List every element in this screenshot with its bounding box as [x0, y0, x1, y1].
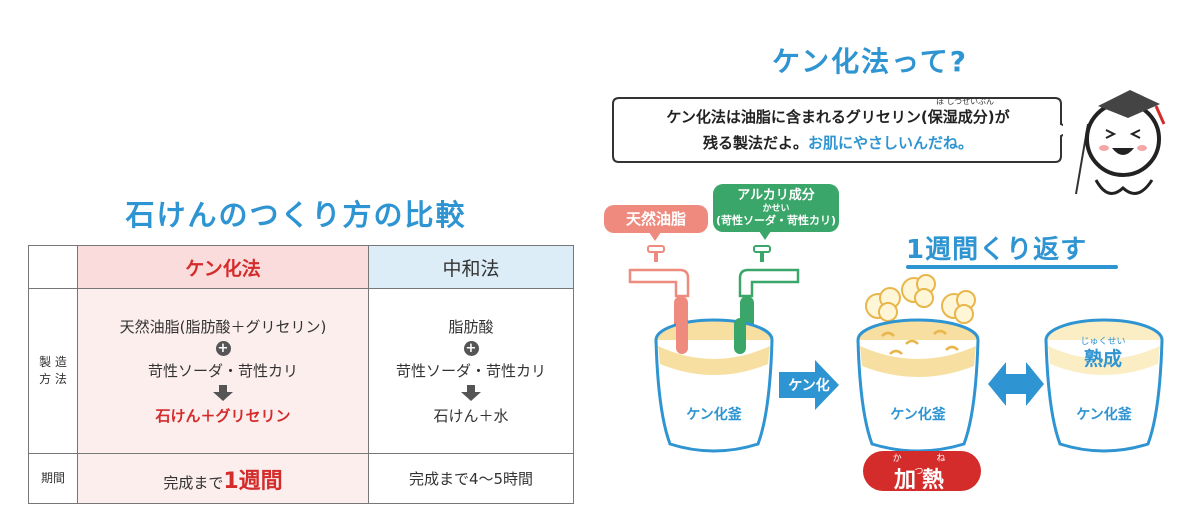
aging-label: 熟成 [1083, 348, 1122, 370]
tag-natural-oil: 天然油脂 [604, 205, 708, 233]
row-label-method-line1: 製 造 [39, 355, 67, 369]
ken-period-value: 1週間 [223, 468, 283, 494]
plus-icon: + [463, 341, 479, 356]
bubble-text: ケン化法は油脂に含まれるグリセリン(保湿成分)が 残る製法だよ。お肌にやさしいん… [628, 104, 1048, 156]
speech-bubble [612, 97, 1063, 163]
chu-ingredient-text: 脂肪酸 [448, 318, 494, 336]
aging-ruby: じゅくせい [1080, 337, 1126, 347]
tag-alkali: アルカリ成分 かせい (苛性ソーダ・苛性カリ) [713, 184, 839, 232]
table-corner-cell [28, 245, 78, 289]
header-chu-method: 中和法 [368, 245, 574, 289]
chu-alkali-text: 苛性ソーダ・苛性カリ [395, 362, 546, 380]
ken-result-text: 石けん＋グリセリン [155, 407, 291, 425]
comparison-table: ケン化法 中和法 製 造 方 法 天然油脂(脂肪酸＋グリセリン) + 苛性ソーダ… [28, 245, 574, 504]
bubble-line2-b: お肌にやさしいんだね。 [808, 134, 974, 152]
tag-pointer [759, 231, 771, 240]
bubble-line1: ケン化法は油脂に含まれるグリセリン(保湿成分)が [666, 108, 1010, 126]
explain-title: ケン化法って? [772, 45, 969, 78]
plus-icon: + [215, 341, 231, 356]
kenka-pot-3 [1044, 318, 1164, 453]
mascot-illustration [1075, 90, 1166, 195]
down-arrow-icon [213, 385, 233, 401]
week-repeat-title: 1週間くり返す [906, 235, 1088, 265]
kenka-arrow-label: ケン化 [788, 378, 830, 394]
ken-alkali-text: 苛性ソーダ・苛性カリ [147, 362, 298, 380]
chu-method-cell: 脂肪酸 + 苛性ソーダ・苛性カリ 石けん＋水 [368, 288, 574, 454]
pot-3-label: ケン化釜 [1076, 407, 1132, 423]
heat-ruby: か ねつ [892, 454, 962, 477]
pot-1-label: ケン化釜 [686, 407, 742, 423]
ken-period-prefix: 完成まで [163, 473, 224, 492]
comparison-title: 石けんのつくり方の比較 [125, 198, 467, 232]
tag-pointer [649, 232, 661, 241]
row-label-method-line2: 方 法 [39, 372, 67, 386]
row-label-method: 製 造 方 法 [28, 288, 78, 454]
chu-result-text: 石けん＋水 [433, 407, 509, 425]
bubble-line2-a: 残る製法だよ。 [702, 134, 808, 152]
bubble-line2: 残る製法だよ。お肌にやさしいんだね。 [628, 130, 1048, 156]
header-ken-method: ケン化法 [77, 245, 369, 289]
kenka-arrow-icon [779, 360, 839, 410]
kenka-pot-1 [654, 318, 774, 453]
tag-alkali-ruby: かせい [762, 204, 790, 214]
double-arrow-icon [988, 362, 1044, 406]
pot-2-label: ケン化釜 [890, 407, 946, 423]
chu-period-cell: 完成まで4～5時間 [368, 453, 574, 504]
tag-alkali-title: アルカリ成分 [737, 188, 815, 203]
tag-alkali-sub: (苛性ソーダ・苛性カリ) [715, 214, 837, 227]
heat-label: 加熱 [893, 468, 950, 493]
ken-ingredient-text: 天然油脂(脂肪酸＋グリセリン) [119, 318, 327, 336]
ken-period-cell: 完成まで1週間 [77, 453, 369, 504]
ken-method-cell: 天然油脂(脂肪酸＋グリセリン) + 苛性ソーダ・苛性カリ 石けん＋グリセリン [77, 288, 369, 454]
down-arrow-icon [461, 385, 481, 401]
kenka-pot-2 [856, 274, 980, 453]
heat-badge [863, 451, 981, 491]
bubble-ruby: ほ しつせいぶん [936, 97, 995, 106]
week-title-underline [906, 265, 1118, 269]
row-label-period: 期間 [28, 453, 78, 504]
